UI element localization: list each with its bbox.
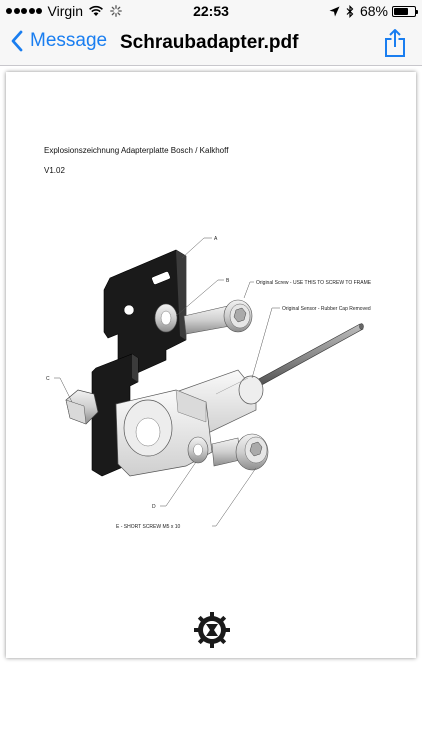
pdf-page: Explosionszeichnung Adapterplatte Bosch … (6, 72, 416, 658)
short-screw-e (211, 433, 269, 471)
activity-spinner-icon (110, 5, 122, 17)
adapter-plate (91, 249, 187, 477)
sensor-rod (245, 323, 364, 393)
location-arrow-icon (329, 6, 340, 16)
share-button[interactable] (384, 28, 406, 63)
document-version: V1.02 (44, 166, 65, 175)
status-left: Virgin (6, 3, 122, 19)
callout-c: C (46, 376, 50, 382)
battery-fill (394, 7, 408, 15)
battery-icon (392, 5, 418, 17)
callout-a: A (214, 236, 218, 242)
exploded-view-drawing: A B Original Screw - USE THIS TO SCREW T… (46, 236, 372, 530)
original-screw (183, 299, 253, 335)
callout-original-screw: Original Screw - USE THIS TO SCREW TO FR… (256, 280, 372, 286)
page-title: Schraubadapter.pdf (120, 32, 299, 53)
pdf-viewer[interactable]: Explosionszeichnung Adapterplatte Bosch … (0, 66, 422, 750)
battery-percent: 68% (359, 3, 388, 19)
hex-nut-c (65, 389, 99, 425)
document-title: Explosionszeichnung Adapterplatte Bosch … (44, 146, 229, 155)
clamp-block (115, 389, 213, 477)
leader-lines (54, 237, 280, 527)
wifi-icon (89, 5, 104, 16)
status-bar: Virgin 22:53 68% (0, 0, 422, 22)
washer-b (154, 303, 178, 333)
carrier-name: Virgin (47, 3, 84, 19)
status-right: 68% (329, 3, 418, 19)
chevron-left-icon (11, 30, 23, 52)
callout-original-sensor: Original Sensor - Rubber Cap Removed (282, 306, 371, 312)
callout-b: B (226, 278, 230, 284)
bluetooth-icon (346, 4, 354, 18)
nav-bar: Message Schraubadapter.pdf (0, 22, 422, 66)
callout-short-screw: E - SHORT SCREW M5 x 10 (116, 524, 180, 530)
callout-d: D (152, 504, 156, 510)
back-button[interactable]: Message (10, 30, 107, 52)
signal-dots-icon (6, 8, 44, 14)
share-icon (385, 29, 405, 57)
gear-logo-icon (194, 612, 230, 648)
washer-d (187, 436, 209, 464)
status-time: 22:53 (193, 3, 229, 19)
back-button-label: Message (30, 30, 108, 51)
